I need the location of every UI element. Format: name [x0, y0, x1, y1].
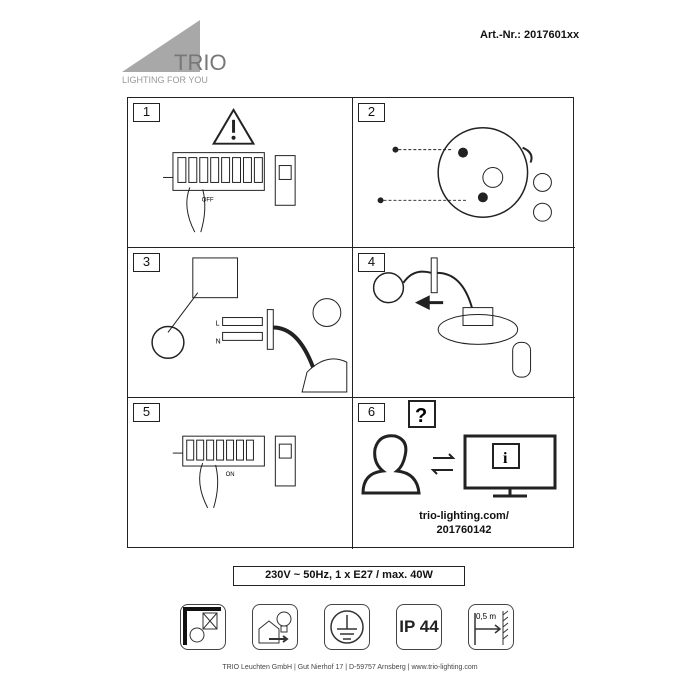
safety-symbols: IP 44 0,5 m — [180, 604, 514, 650]
logo-tagline: LIGHTING FOR YOU — [122, 75, 208, 85]
ip-rating-symbol: IP 44 — [396, 604, 442, 650]
wiring-illustration: L N — [151, 257, 348, 393]
svg-text:i: i — [503, 450, 508, 467]
indoor-outdoor-symbol — [252, 604, 298, 650]
support-code: 201760142 — [436, 524, 492, 536]
trio-logo: TRIO LIGHTING FOR YOU — [122, 20, 232, 90]
switch-off-illustration: OFF — [163, 107, 296, 233]
step-number: 3 — [133, 253, 160, 272]
logo-triangle — [122, 20, 200, 72]
lamp-cross-icon — [183, 607, 221, 645]
support-url[interactable]: trio-lighting.com/ — [419, 510, 509, 522]
wire-label-n: N — [216, 338, 221, 345]
step-3-panel: 3 L N — [128, 248, 353, 398]
mounting-illustration — [377, 127, 552, 222]
house-bulb-icon — [258, 611, 292, 644]
step-number: 5 — [133, 403, 160, 422]
step-number: 1 — [133, 103, 160, 122]
step-number: 4 — [358, 253, 385, 272]
step-5-panel: 5 ON — [128, 398, 353, 549]
switch-on-illustration: ON — [172, 435, 296, 509]
ip-rating: IP 44 — [399, 617, 439, 636]
min-distance-symbol: 0,5 m — [468, 604, 514, 650]
no-cover-symbol — [180, 604, 226, 650]
svg-text:?: ? — [415, 405, 427, 427]
support-illustration: ? i — [361, 400, 557, 498]
electrical-spec: 230V ~ 50Hz, 1 x E27 / max. 40W — [233, 566, 465, 586]
step-1-panel: 1 OFF — [128, 98, 353, 248]
logo-brand: TRIO — [174, 50, 227, 75]
off-label: OFF — [202, 197, 214, 203]
company-footer: TRIO Leuchten GmbH | Gut Nierhof 17 | D-… — [222, 664, 478, 671]
on-label: ON — [226, 472, 235, 478]
distance-icon: 0,5 m — [474, 610, 509, 645]
earth-ground-icon — [330, 610, 364, 644]
assembly-illustration — [372, 257, 532, 378]
article-number: Art.-Nr.: 2017601xx — [480, 29, 580, 41]
instruction-grid: 1 OFF 2 3 L — [127, 97, 575, 549]
step-2-panel: 2 — [353, 98, 575, 248]
distance-label: 0,5 m — [476, 612, 496, 621]
wire-label-l: L — [216, 320, 220, 327]
step-6-panel: 6 ? i trio-lighting.com/ 201760142 — [353, 398, 575, 549]
protection-class-symbol — [324, 604, 370, 650]
step-number: 2 — [358, 103, 385, 122]
step-4-panel: 4 — [353, 248, 575, 398]
step-number: 6 — [358, 403, 385, 422]
